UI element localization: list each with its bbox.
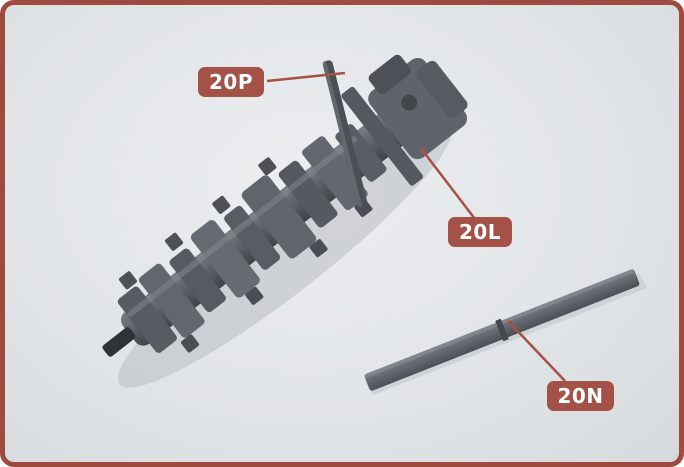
leader-line-20l — [422, 150, 476, 220]
leader-dot-20n — [507, 320, 513, 326]
leader-line-20n — [509, 322, 566, 382]
callout-20l: 20L — [448, 217, 512, 247]
straight-rod-part — [364, 269, 647, 395]
callout-20n: 20N — [547, 381, 614, 411]
leader-dot-20l — [420, 148, 426, 154]
assembled-part-photo — [102, 54, 468, 388]
leader-line-20p — [266, 71, 346, 83]
callout-20p: 20P — [198, 67, 264, 97]
part-photo — [102, 54, 647, 395]
